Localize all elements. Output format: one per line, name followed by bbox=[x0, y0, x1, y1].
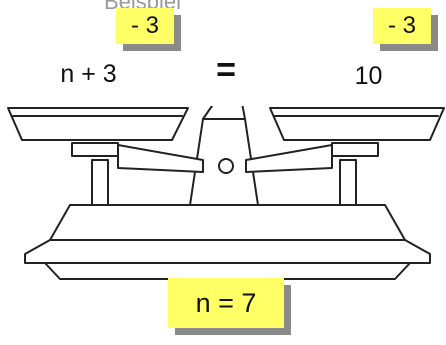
left-pan bbox=[7, 107, 189, 141]
right-support-post bbox=[339, 159, 357, 206]
result-text: n = 7 bbox=[195, 287, 257, 318]
right-pan bbox=[269, 107, 445, 141]
result-box: n = 7 bbox=[168, 278, 284, 328]
equals-sign-box: = bbox=[200, 34, 252, 106]
balance-scale-drawing bbox=[7, 102, 445, 280]
right-pan-link bbox=[331, 142, 379, 157]
left-pan-expression-box: n + 3 bbox=[30, 44, 147, 104]
scale-base-body bbox=[24, 204, 431, 280]
left-beam bbox=[117, 144, 204, 173]
center-pivot bbox=[218, 158, 234, 174]
left-support-post bbox=[91, 159, 109, 206]
left-pan-link bbox=[71, 142, 119, 157]
left-operation-box: - 3 bbox=[116, 8, 174, 44]
equals-sign-text: = bbox=[216, 51, 236, 89]
right-pan-expression-text: 10 bbox=[354, 61, 383, 90]
right-beam bbox=[245, 144, 333, 173]
right-pan-expression-box: 10 bbox=[310, 46, 427, 106]
left-operation-text: - 3 bbox=[130, 12, 159, 39]
left-pan-expression-text: n + 3 bbox=[60, 59, 117, 88]
right-operation-box: - 3 bbox=[373, 8, 431, 44]
right-operation-text: - 3 bbox=[387, 12, 416, 39]
